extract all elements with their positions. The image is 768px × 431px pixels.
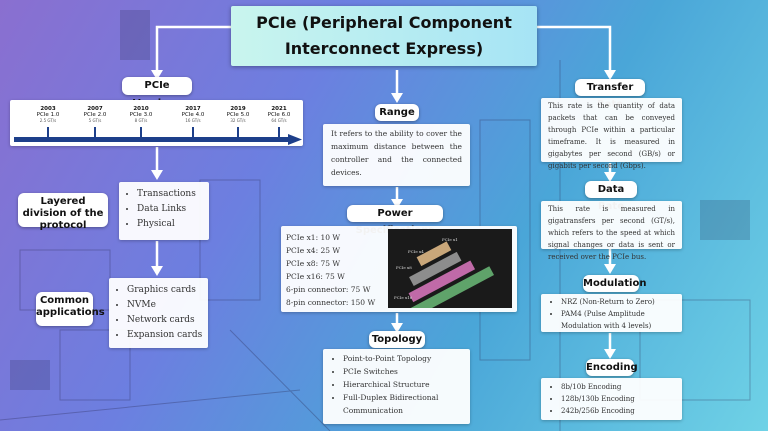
modulation-heading-text: Modulation [583,278,647,289]
version-rate: 2.5 GT/s [39,118,57,123]
datarate-heading: Data Rate [585,181,637,212]
topology-heading-text: Topology [371,334,423,345]
topology-items: Point-to-Point TopologyPCIe SwitchesHier… [329,352,464,417]
power-spec-line: PCIe x16: 75 W [286,272,345,281]
modulation-item: NRZ (Non-Return to Zero) [561,296,676,308]
power-spec-line: PCIe x1: 10 W [286,233,341,242]
topology-item: Point-to-Point Topology [343,352,464,365]
topology-item: Full-Duplex Bidirectional Communication [343,391,464,417]
encoding-heading-text: Encoding [586,362,638,373]
applications-heading: Common applications [36,292,105,326]
power-spec-line: 6-pin connector: 75 W [286,285,371,294]
version-year: 2003 [40,106,56,112]
version-rate: 32 GT/s [230,118,246,123]
version-year: 2010 [133,106,149,112]
version-rate: 64 GT/s [271,118,287,123]
application-item: Network cards [127,313,204,328]
page-title: PCIe (Peripheral Component Interconnect … [231,6,537,66]
range-heading-text: Range [379,107,415,118]
datarate-panel: This rate is measured in gigatransfers p… [541,201,682,261]
layered-heading: Layered division of the protocol [18,193,108,231]
application-item: NVMe [127,298,204,313]
power-spec-line: 8-pin connector: 150 W [286,298,376,307]
pcie-slots-image: PCIe x1 PCIe x4 PCIe x8 PCIe x16 [388,229,512,319]
transfer-text: This rate is the quantity of data packet… [548,102,675,170]
topology-item: Hierarchical Structure [343,378,464,391]
slot-label-x16: PCIe x16 [394,295,413,300]
applications-list: Graphics cardsNVMeNetwork cardsExpansion… [109,278,208,348]
applications-items: Graphics cardsNVMeNetwork cardsExpansion… [113,283,204,343]
version-year: 2007 [87,106,103,112]
slot-label-x1: PCIe x1 [442,237,458,242]
applications-heading-text: Common applications [36,295,105,318]
encoding-items: 8b/10b Encoding128b/130b Encoding242b/25… [547,381,676,417]
modulation-panel: NRZ (Non-Return to Zero)PAM4 (Pulse Ampl… [541,294,682,332]
version-name: PCIe 1.0 [36,112,60,118]
transfer-panel: This rate is the quantity of data packet… [541,98,682,170]
topology-panel: Point-to-Point TopologyPCIe SwitchesHier… [323,349,470,424]
version-name: PCIe 3.0 [129,112,153,118]
application-item: Graphics cards [127,283,204,298]
datarate-text: This rate is measured in gigatransfers p… [548,205,675,261]
layered-list: TransactionsData LinksPhysical [119,182,209,240]
version-name: PCIe 5.0 [226,112,250,118]
range-panel: It refers to the ability to cover the ma… [323,124,470,186]
version-rate: 8 GT/s [134,118,148,123]
modulation-heading: Modulation [583,275,646,292]
encoding-item: 242b/256b Encoding [561,405,676,417]
version-tick [192,127,194,138]
encoding-heading: Encoding [586,359,638,376]
version-name: PCIe 6.0 [267,112,291,118]
power-heading: Power Specifications [347,205,443,236]
application-item: Expansion cards [127,328,204,343]
version-tick [47,127,49,138]
version-tick [278,127,280,138]
range-heading: Range [375,104,419,121]
encoding-panel: 8b/10b Encoding128b/130b Encoding242b/25… [541,378,682,420]
modulation-item: PAM4 (Pulse Amplitude Modulation with 4 … [561,308,676,332]
layered-heading-text: Layered division of the protocol [22,196,104,231]
slot-label-x4: PCIe x4 [408,249,424,254]
range-text: It refers to the ability to cover the ma… [331,129,462,177]
page-title-text: PCIe (Peripheral Component Interconnect … [256,13,512,58]
power-spec-line: PCIe x4: 25 W [286,246,341,255]
versions-heading: PCIe Versions [122,77,192,109]
version-year: 2017 [185,106,201,112]
topology-item: PCIe Switches [343,365,464,378]
version-name: PCIe 2.0 [83,112,107,118]
power-lines: PCIe x1: 10 W PCIe x4: 25 W PCIe x8: 75 W P… [286,231,375,309]
version-tick [140,127,142,138]
power-panel: PCIe x1: 10 W PCIe x4: 25 W PCIe x8: 75 W P… [281,226,517,319]
layered-item: Transactions [137,187,205,202]
version-tick [94,127,96,138]
slot-label-x8: PCIe x8 [396,265,412,270]
version-rate: 16 GT/s [185,118,201,123]
topology-heading: Topology [369,331,425,348]
modulation-items: NRZ (Non-Return to Zero)PAM4 (Pulse Ampl… [547,296,676,332]
version-rate: 5 GT/s [88,118,102,123]
version-tick [237,127,239,138]
version-year: 2021 [271,106,287,112]
layered-item: Physical [137,217,205,232]
version-name: PCIe 4.0 [181,112,205,118]
power-spec-line: PCIe x8: 75 W [286,259,341,268]
version-year: 2019 [230,106,246,112]
encoding-item: 128b/130b Encoding [561,393,676,405]
layered-items: TransactionsData LinksPhysical [123,187,205,232]
timeline-arrow [14,134,302,145]
layered-item: Data Links [137,202,205,217]
transfer-heading: Transfer Rate [575,79,645,110]
encoding-item: 8b/10b Encoding [561,381,676,393]
